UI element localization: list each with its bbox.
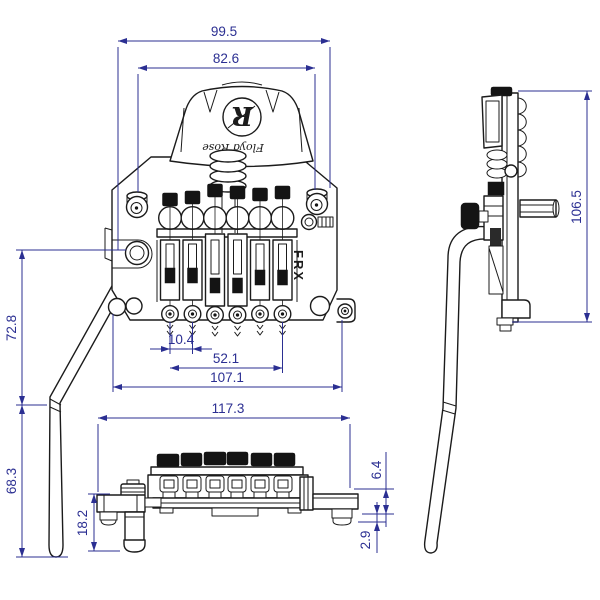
- side-main-plate: [501, 92, 519, 323]
- svg-text:107.1: 107.1: [210, 370, 244, 385]
- dim-arm-length: 68.3: [4, 405, 68, 558]
- bottom-saddle-blocks: [156, 451, 296, 468]
- mounting-post-left: [125, 191, 149, 219]
- side-lower-body: [488, 245, 531, 332]
- bottom-top-plate: [150, 466, 304, 476]
- side-clamp-block: [487, 181, 505, 196]
- svg-text:10.4: 10.4: [168, 332, 195, 347]
- dimensions: 99.5 82.6 72.8 68.3 10.4: [4, 24, 592, 558]
- tremolo-arm-side: [423, 225, 490, 554]
- dim-stud-gap: 2.9: [358, 502, 386, 553]
- model-label-frx: FRX: [291, 250, 306, 282]
- bottom-ears: [107, 295, 356, 323]
- string-clamps: [162, 183, 291, 207]
- saddle-rail: [156, 228, 298, 238]
- side-stud-cylinder: [519, 199, 560, 218]
- dim-overall-length-bottom: 117.3: [97, 401, 351, 492]
- logo-letter: R: [231, 100, 254, 130]
- bottom-view: [96, 451, 359, 553]
- dim-pivot-height: 72.8: [4, 249, 126, 406]
- svg-text:106.5: 106.5: [569, 190, 584, 224]
- svg-text:82.6: 82.6: [213, 51, 239, 66]
- dim-post-spacing: 82.6: [137, 51, 316, 192]
- bell-cover: R Floyd Rose: [169, 81, 314, 168]
- dim-plate-width: 107.1: [112, 314, 343, 392]
- svg-text:117.3: 117.3: [212, 401, 245, 416]
- side-thumb-knob: [460, 202, 480, 230]
- dim-string-pitch: 10.4: [150, 322, 212, 354]
- latch-right: [300, 213, 334, 231]
- svg-text:52.1: 52.1: [213, 351, 239, 366]
- side-nut-block: [481, 94, 503, 149]
- svg-text:99.5: 99.5: [211, 24, 237, 39]
- dim-plate-thickness: 6.4: [354, 452, 394, 527]
- side-dark-slot: [490, 228, 501, 248]
- arm-pivot-slot: [112, 239, 153, 269]
- side-spring-right: [517, 97, 527, 178]
- bottom-right-assembly: [299, 476, 359, 526]
- bottom-center-tab: [211, 507, 259, 517]
- svg-text:2.9: 2.9: [358, 531, 373, 550]
- front-view: R Floyd Rose: [48, 81, 356, 558]
- saddles: [159, 233, 293, 337]
- svg-text:68.3: 68.3: [4, 468, 19, 494]
- side-pivot-hole: [504, 164, 518, 178]
- svg-text:72.8: 72.8: [4, 315, 19, 341]
- bottom-fine-tuners: [159, 475, 293, 500]
- dim-stud-length: 18.2: [75, 493, 120, 552]
- side-spring-left: [486, 149, 508, 179]
- side-knob-stem: [478, 210, 489, 223]
- side-view: [423, 86, 560, 554]
- svg-text:18.2: 18.2: [75, 510, 90, 536]
- floyd-rose-logo: R: [222, 97, 262, 137]
- mounting-post-right: [305, 188, 329, 216]
- bottom-left-assembly: [96, 479, 162, 553]
- dim-overall-height-side: 106.5: [512, 90, 592, 323]
- dim-overall-width-top: 99.5: [117, 24, 331, 250]
- dim-string-span: 52.1: [170, 322, 283, 373]
- svg-text:6.4: 6.4: [369, 460, 384, 479]
